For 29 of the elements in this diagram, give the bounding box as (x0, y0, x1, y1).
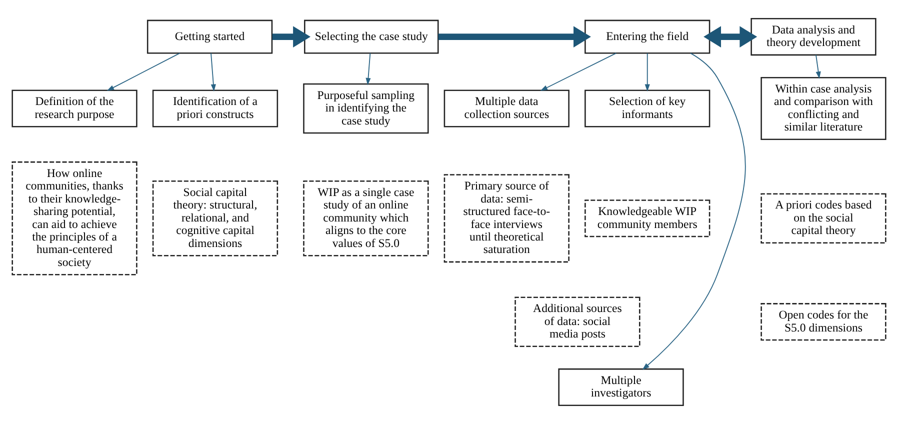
arrow (540, 52, 617, 91)
node-box: A priori codes based on the social capital theory (760, 193, 886, 244)
arrow (272, 26, 310, 48)
node-box: Getting started (146, 20, 273, 54)
node-box: Social capital theory: structural, relational, and cognitive capital dimensions (152, 180, 278, 256)
arrow (438, 26, 591, 48)
node-box: Additional sources of data: social media posts (514, 296, 640, 347)
node-box: Within case analysis and comparison with conflicting and similar literature (760, 77, 886, 140)
arrow (642, 52, 746, 370)
node-box: How online communities, thanks to their knowledge-sharing potential, can aid to achieve the principles of a human-centered society (12, 161, 138, 276)
node-box: Definition of the research purpose (12, 90, 138, 128)
arrow (366, 52, 371, 86)
node-box: Multiple data collection sources (444, 90, 570, 128)
node-box: Purposeful sampling in identifying the case study (303, 83, 429, 134)
node-box: Multiple investigators (558, 368, 684, 406)
node-box: Open codes for the S5.0 dimensions (760, 303, 886, 341)
arrow (644, 52, 650, 92)
node-box: Identification of a priori constructs (152, 90, 278, 128)
node-box: Knowledgeable WIP community members (584, 200, 710, 238)
node-box: Data analysis and theory development (750, 18, 876, 56)
node-box: Selecting the case study (304, 20, 439, 54)
arrow (704, 26, 758, 48)
node-box: Primary source of data: semi-structured face-to-face interviews until theoretical saturation (444, 174, 570, 263)
arrow (816, 54, 821, 79)
arrow (106, 52, 180, 91)
node-box: Entering the field (584, 20, 710, 54)
node-box: WIP as a single case study of an online community which aligns to the core values of S5.0 (303, 180, 429, 256)
arrow (210, 52, 216, 92)
node-box: Selection of key informants (584, 90, 710, 128)
